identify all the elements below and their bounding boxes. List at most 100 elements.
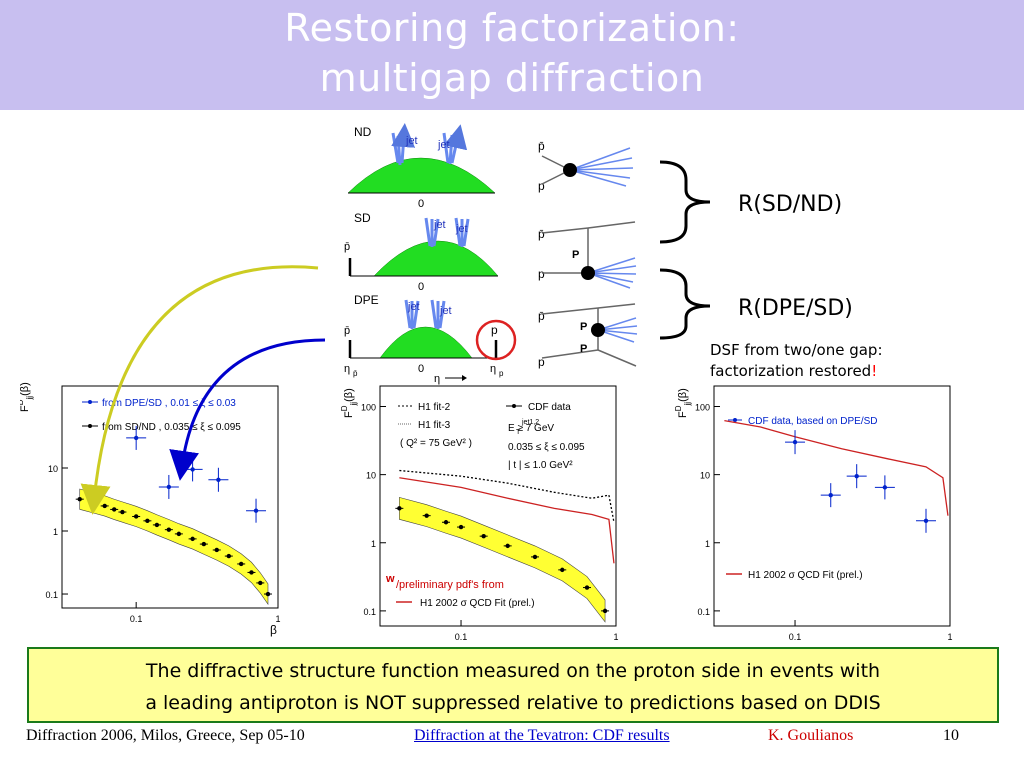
plot-right-xtick-label-0: 0.1: [789, 632, 802, 642]
plot-mid-cdf-point-1: [424, 513, 429, 518]
slide-title-line1: Restoring factorization:: [284, 6, 740, 50]
plot-mid-ylabel: F: [343, 411, 355, 418]
conclusion-line1: The diffractive structure function measu…: [145, 660, 881, 682]
plot-mid-ytick-label-3: 0.1: [363, 607, 376, 617]
plot-left-sdnd-point-11: [201, 541, 207, 547]
proton-circle-highlight: [475, 319, 517, 361]
plot-mid-cdf-point-4: [481, 533, 486, 539]
plot-left-sdnd-point-12: [214, 547, 219, 553]
slide-title-line2: multigap diffraction: [319, 56, 705, 100]
plot-left-dpesd-point-1: [166, 484, 172, 490]
diagram-area: ND jet jet 0 SD p̄ jet jet 0 DPE p̄ p je…: [344, 118, 638, 385]
nd-jet-label-2: jet: [437, 139, 450, 151]
plot-left-sdnd-point-6: [145, 518, 150, 524]
plot-left-sdnd-point-1: [91, 500, 96, 506]
eta-pbar-sub: p̄: [353, 369, 358, 378]
svg-text:FDjj(β): FDjj(β): [674, 388, 692, 418]
plot-mid-xtick-label-0: 0.1: [455, 632, 468, 642]
footer-link[interactable]: Diffraction at the Tevatron: CDF results: [414, 727, 670, 744]
plot-mid: FDjj(β) H1 fit-2 H1 fit-3 ( Q² = 75 GeV²…: [340, 385, 619, 642]
fey-dpe-p: p: [538, 355, 545, 369]
plot-right-ylabel-sup: D: [674, 405, 683, 411]
plot-left-sdnd-point-9: [176, 531, 182, 537]
sd-jet-label-1: jet: [433, 219, 446, 231]
fey-sd-pbar: p̄: [538, 227, 545, 241]
dpe-jet-label-1: jet: [407, 301, 420, 313]
footer-author: K. Goulianos: [768, 727, 854, 744]
plot-left-ylabel: F: [20, 405, 31, 412]
plot-right-legend-cdf: CDF data, based on DPE/SD: [748, 416, 878, 427]
plot-left-ytick-label-2: 0.1: [45, 590, 58, 600]
plot-left-ylabel-sub: jj: [25, 396, 34, 401]
plot-right-ytick-label-3: 0.1: [697, 607, 710, 617]
plot-left-sdnd-point-7: [154, 522, 160, 528]
sd-label: SD: [354, 211, 371, 225]
footer-page-number: 10: [943, 727, 959, 744]
sd-zero: 0: [418, 281, 424, 293]
plot-left-sdnd-point-4: [120, 509, 125, 515]
plot-right-cdf-point-0: [792, 439, 798, 445]
plot-left-sdnd-point-14: [238, 561, 244, 567]
plot-mid-h1-2002-curve: [399, 477, 615, 564]
plot-left-sdnd-point-15: [249, 570, 254, 575]
svg-text:E ≥ 7 GeV: E ≥ 7 GeV: [508, 423, 554, 434]
dpe-p-label: p: [491, 323, 498, 337]
plot-left-sdnd-point-5: [133, 514, 139, 519]
plot-mid-cdf-point-3: [458, 524, 464, 530]
sd-diagram: SD p̄ jet jet 0: [344, 211, 499, 293]
plot-mid-legend: H1 fit-2 H1 fit-3 ( Q² = 75 GeV² ) CDF d…: [385, 402, 585, 609]
dpe-jet-label-2: jet: [439, 305, 452, 317]
dsf-note: DSF from two/one gap: factorization rest…: [710, 340, 883, 382]
plot-left-sdnd-point-0: [77, 496, 82, 502]
fey-sd-p: p: [538, 267, 545, 281]
plot-mid-ylabel-sup: D: [340, 405, 349, 411]
plot-left-ytick-label-0: 10: [48, 464, 58, 474]
plot-mid-prelim-w: w: [385, 573, 395, 585]
plot-left-sdnd-uncertainty-band: [79, 488, 269, 606]
plot-mid-legend-et-sup: jet1,2: [521, 419, 539, 426]
plot-right-cdf-point-3: [882, 485, 888, 490]
dpe-diagram: DPE p̄ p jet jet 0 η p̄ η η p: [344, 293, 517, 385]
plot-left-sdnd-point-16: [258, 580, 263, 586]
plot-right-cdf-point-1: [828, 492, 833, 498]
svg-text:FDjj(β): FDjj(β): [340, 388, 358, 418]
plot-mid-cdf-point-6: [532, 554, 538, 560]
plot-mid-legend-cdf: CDF data: [528, 402, 571, 413]
plot-mid-legend-h1-2: H1 fit-2: [418, 402, 451, 413]
plot-mid-ylabel-arg: (β): [343, 388, 355, 402]
plot-mid-legend-xi: 0.035 ≤ ξ ≤ 0.095: [508, 442, 585, 453]
plot-left-dpesd-point-3: [216, 477, 221, 482]
fey-dpe-pbar: p̄: [538, 309, 545, 323]
plot-left-xlabel: β: [270, 623, 277, 637]
footer-conference: Diffraction 2006, Milos, Greece, Sep 05-…: [26, 727, 305, 744]
plot-mid-cdf-point-9: [602, 608, 608, 614]
eta-p-label: η: [490, 363, 496, 375]
plot-mid-legend-h1-3: H1 fit-3: [418, 420, 451, 431]
plot-right-xtick-label-1: 1: [947, 632, 952, 642]
plot-left-dpesd-point-0: [133, 435, 139, 441]
plot-mid-legend-et-sub: T: [516, 429, 521, 436]
plot-left-ytick-label-1: 1: [53, 527, 58, 537]
dpe-zero: 0: [418, 363, 424, 375]
plot-mid-xtick-label-1: 1: [613, 632, 618, 642]
plot-right-ytick-label-0: 100: [695, 403, 710, 413]
plot-mid-legend-q2: ( Q² = 75 GeV² ): [400, 438, 472, 449]
plot-right-cdf-point-4: [923, 518, 929, 524]
plot-left-legend2: from SD/ND , 0.035 ≤ ξ ≤ 0.095: [102, 422, 241, 433]
plot-left-sdnd-point-3: [111, 507, 117, 512]
dsf-line1: DSF from two/one gap:: [710, 341, 883, 359]
fey-dpe-pomeron-1: P: [580, 321, 587, 333]
plot-left-sdnd-point-17: [265, 591, 271, 597]
plot-mid-prelim: /preliminary pdf's from: [396, 579, 504, 591]
svg-text:FDjj(β): FDjj(β): [20, 382, 34, 412]
plot-right: FDjj(β) CDF data, based on DPE/SD H1 200…: [674, 385, 953, 642]
plot-mid-cdf-point-8: [584, 585, 590, 590]
dpe-pbar-label: p̄: [344, 325, 350, 337]
plot-left-sdnd-point-10: [190, 536, 195, 542]
sd-pbar-label: p̄: [344, 241, 350, 253]
plot-mid-legend-et: E ≥ 7 GeV: [508, 423, 554, 434]
plot-mid-cdf-point-5: [505, 543, 510, 549]
plot-left-ylabel-arg: (β): [20, 382, 31, 396]
plot-mid-ytick-label-1: 10: [366, 471, 376, 481]
conclusion-box: The diffractive structure function measu…: [27, 647, 999, 723]
